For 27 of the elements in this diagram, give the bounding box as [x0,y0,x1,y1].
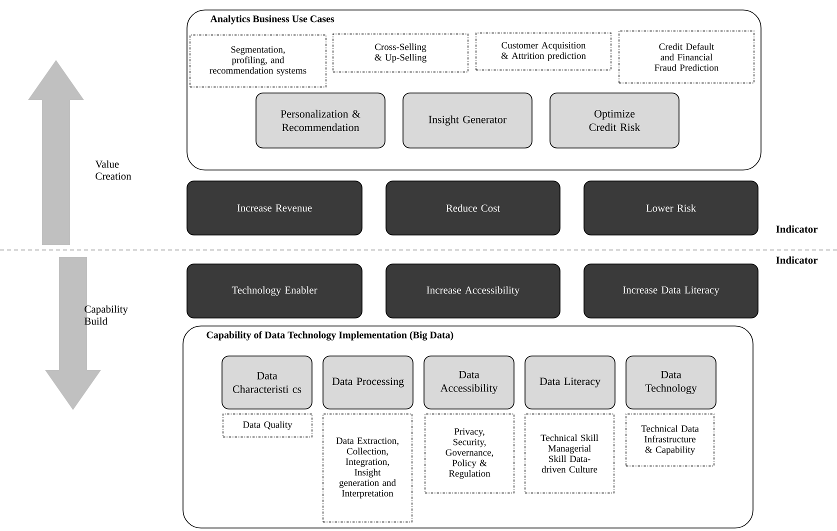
indicator-box: Technology Enabler [186,264,362,318]
rounded-box: Personalization & Recommendation [256,92,386,148]
side-label: Indicator [776,225,818,233]
indicator-box: Reduce Cost [386,180,560,236]
dashed-box: Technical Data Infrastructure & Capability [626,414,714,466]
dashed-box: Data Quality [222,414,312,438]
indicator-box: Lower Risk [584,180,758,236]
rounded-box: Data Processing [322,356,414,410]
rounded-box: Data Literacy [524,356,616,410]
dashed-box: Credit Default and Financial Fraud Prediction [618,30,754,84]
indicator-box: Increase Data Literacy [584,264,758,318]
indicator-box: Increase Revenue [186,180,362,236]
dashed-box: Technical Skill Managerial Skill Data-driven Culture [524,414,614,494]
rounded-box: Data Accessibility [424,356,514,410]
dashed-box: Data Extraction, Collection, Integration, Insight generation and Interpretation [322,414,412,522]
indicator-box: Increase Accessibility [386,264,560,318]
side-label: Indicator [776,256,818,264]
dashed-box: Privacy, Security, Governance, Policy & Regulation [424,414,514,494]
rounded-box: Data Characteristi cs [222,356,312,410]
side-label: Capability Build [84,305,128,325]
rounded-box: Data Technology [626,356,716,410]
rounded-box: Optimize Credit Risk [550,92,680,148]
dashed-box: Cross-Selling & Up-Selling [332,34,468,72]
side-label: Value Creation [95,160,132,180]
rounded-box: Insight Generator [402,92,532,148]
dashed-box: Customer Acquisition & Attrition prediction [476,32,612,70]
dashed-box: Segmentation, profiling, and recommendation systems [190,34,326,88]
